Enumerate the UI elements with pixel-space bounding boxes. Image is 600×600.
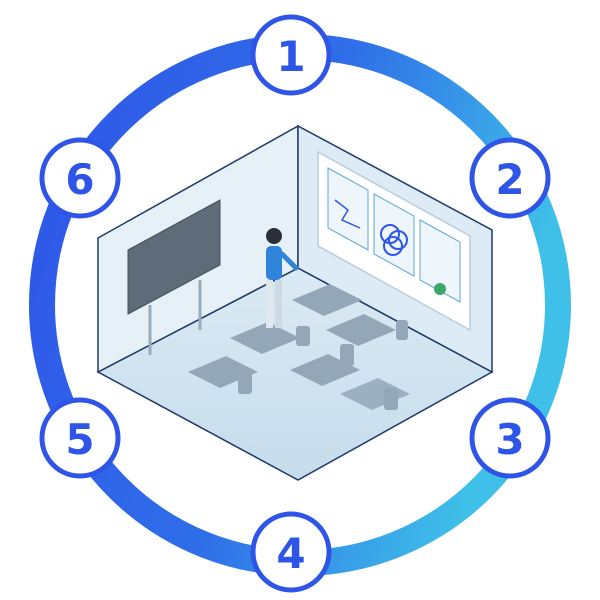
step-2-number: 2 [495, 155, 524, 204]
step-6-number: 6 [65, 155, 94, 204]
step-5-number: 5 [65, 415, 94, 464]
projector-screen-icon [317, 150, 471, 332]
step-1-number: 1 [276, 32, 305, 81]
step-1-badge[interactable]: 1 [250, 14, 332, 96]
step-3-badge[interactable]: 3 [469, 397, 551, 479]
step-3-number: 3 [495, 415, 524, 464]
step-2-badge[interactable]: 2 [469, 137, 551, 219]
step-4-badge[interactable]: 4 [250, 511, 332, 593]
step-4-number: 4 [276, 529, 305, 578]
classroom-illustration [96, 124, 494, 481]
step-5-badge[interactable]: 5 [39, 397, 121, 479]
student-desks-icon [188, 284, 410, 410]
step-6-badge[interactable]: 6 [39, 137, 121, 219]
tv-stand-icon [127, 199, 221, 355]
teacher-icon [266, 228, 299, 328]
